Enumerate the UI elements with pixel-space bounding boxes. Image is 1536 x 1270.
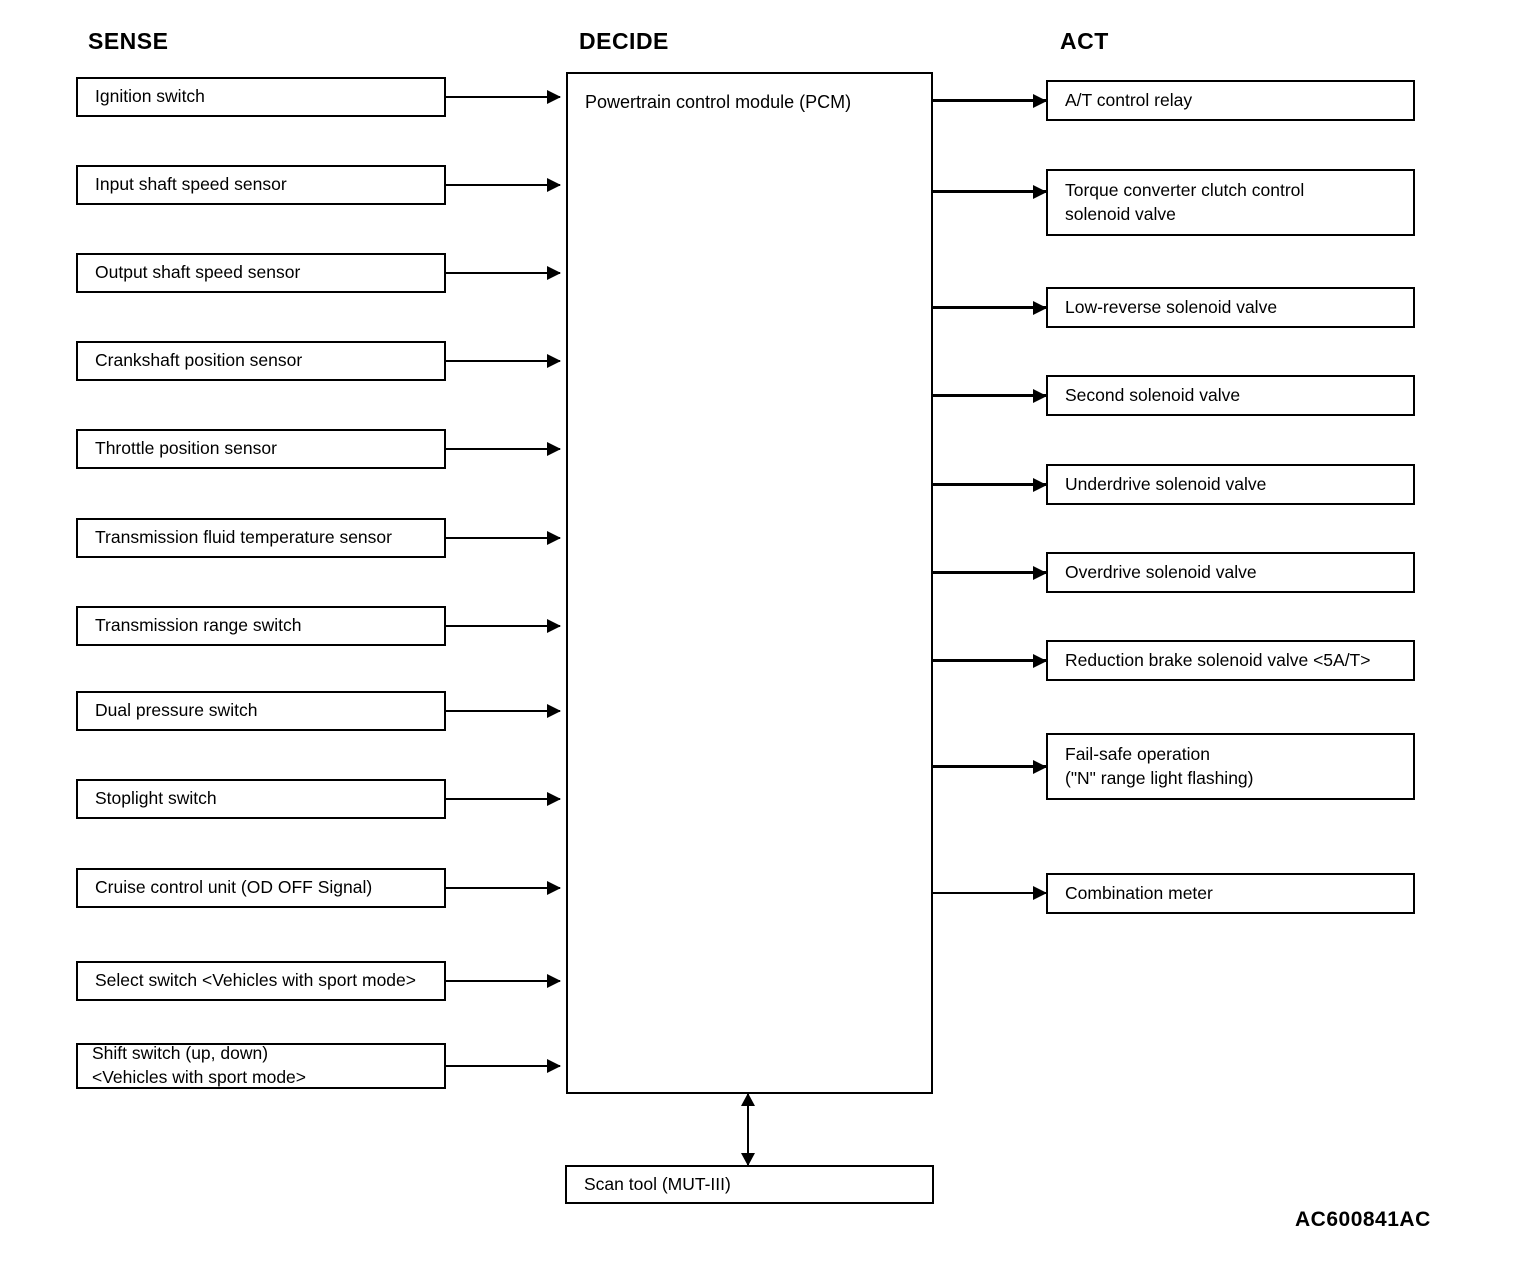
sense-label: Output shaft speed sensor <box>95 262 301 283</box>
act-label: Second solenoid valve <box>1065 384 1241 405</box>
sense-label: Transmission fluid temperature sensor <box>95 527 392 548</box>
column-header-act: ACT <box>1060 28 1109 54</box>
arrow-transmission-fluid-temperature-sensor-to-pcm <box>446 537 560 539</box>
sense-label: Shift switch (up, down) <Vehicles with s… <box>92 1043 307 1087</box>
act-box-torque-converter-clutch-control-solenoid-valve[interactable]: Torque converter clutch control solenoid… <box>1046 169 1415 236</box>
act-box-combination-meter[interactable]: Combination meter <box>1046 873 1415 914</box>
decide-box-powertrain-control-module[interactable]: Powertrain control module (PCM) <box>566 72 933 1094</box>
arrow-ignition-switch-to-pcm <box>446 96 560 98</box>
sense-label: Select switch <Vehicles with sport mode> <box>95 970 416 991</box>
act-box-overdrive-solenoid-valve[interactable]: Overdrive solenoid valve <box>1046 552 1415 593</box>
arrow-pcm-to-second-solenoid-valve <box>933 394 1046 397</box>
sense-box-output-shaft-speed-sensor[interactable]: Output shaft speed sensor <box>76 253 446 293</box>
arrow-pcm-to-reduction-brake-solenoid-valve <box>933 659 1046 662</box>
figure-id: AC600841AC <box>1295 1208 1431 1231</box>
arrow-pcm-to-torque-converter-clutch-control-solenoid-valve <box>933 190 1046 193</box>
sense-box-stoplight-switch[interactable]: Stoplight switch <box>76 779 446 819</box>
arrow-cruise-control-unit-to-pcm <box>446 887 560 889</box>
sense-box-cruise-control-unit[interactable]: Cruise control unit (OD OFF Signal) <box>76 868 446 908</box>
act-label: Combination meter <box>1065 882 1213 903</box>
sense-box-ignition-switch[interactable]: Ignition switch <box>76 77 446 117</box>
sense-box-select-switch[interactable]: Select switch <Vehicles with sport mode> <box>76 961 446 1001</box>
act-box-second-solenoid-valve[interactable]: Second solenoid valve <box>1046 375 1415 416</box>
act-box-reduction-brake-solenoid-valve[interactable]: Reduction brake solenoid valve <5A/T> <box>1046 640 1415 681</box>
arrow-pcm-to-combination-meter <box>933 892 1046 894</box>
arrow-input-shaft-speed-sensor-to-pcm <box>446 184 560 186</box>
sense-label: Throttle position sensor <box>95 438 277 459</box>
sense-label: Input shaft speed sensor <box>95 174 287 195</box>
act-box-low-reverse-solenoid-valve[interactable]: Low-reverse solenoid valve <box>1046 287 1415 328</box>
sense-box-transmission-range-switch[interactable]: Transmission range switch <box>76 606 446 646</box>
arrow-throttle-position-sensor-to-pcm <box>446 448 560 450</box>
sense-label: Ignition switch <box>95 86 205 107</box>
arrow-transmission-range-switch-to-pcm <box>446 625 560 627</box>
arrow-shift-switch-to-pcm <box>446 1065 560 1067</box>
act-label: Reduction brake solenoid valve <5A/T> <box>1065 649 1371 670</box>
sense-box-dual-pressure-switch[interactable]: Dual pressure switch <box>76 691 446 731</box>
pcm-label: Powertrain control module (PCM) <box>585 92 852 112</box>
scan-tool-box[interactable]: Scan tool (MUT-III) <box>565 1165 934 1204</box>
act-box-fail-safe-operation[interactable]: Fail-safe operation ("N" range light fla… <box>1046 733 1415 800</box>
sense-box-crankshaft-position-sensor[interactable]: Crankshaft position sensor <box>76 341 446 381</box>
act-label: A/T control relay <box>1065 89 1193 110</box>
sense-box-throttle-position-sensor[interactable]: Throttle position sensor <box>76 429 446 469</box>
sense-label: Stoplight switch <box>95 788 217 809</box>
arrow-select-switch-to-pcm <box>446 980 560 982</box>
sense-label: Transmission range switch <box>95 615 302 636</box>
act-box-underdrive-solenoid-valve[interactable]: Underdrive solenoid valve <box>1046 464 1415 505</box>
scan-tool-label: Scan tool (MUT-III) <box>584 1173 731 1194</box>
act-box-at-control-relay[interactable]: A/T control relay <box>1046 80 1415 121</box>
column-header-sense: SENSE <box>88 28 169 54</box>
arrow-pcm-to-overdrive-solenoid-valve <box>933 571 1046 574</box>
sense-box-input-shaft-speed-sensor[interactable]: Input shaft speed sensor <box>76 165 446 205</box>
arrow-pcm-to-scan-tool-bidirectional <box>747 1094 749 1165</box>
sense-box-transmission-fluid-temperature-sensor[interactable]: Transmission fluid temperature sensor <box>76 518 446 558</box>
act-label: Overdrive solenoid valve <box>1065 561 1257 582</box>
sense-box-shift-switch[interactable]: Shift switch (up, down) <Vehicles with s… <box>76 1043 446 1089</box>
arrow-pcm-to-low-reverse-solenoid-valve <box>933 306 1046 309</box>
sense-label: Cruise control unit (OD OFF Signal) <box>95 877 373 898</box>
arrow-pcm-to-underdrive-solenoid-valve <box>933 483 1046 486</box>
arrow-output-shaft-speed-sensor-to-pcm <box>446 272 560 274</box>
act-label: Low-reverse solenoid valve <box>1065 296 1278 317</box>
act-label: Torque converter clutch control solenoid… <box>1065 179 1305 224</box>
arrow-pcm-to-at-control-relay <box>933 99 1046 102</box>
act-label: Fail-safe operation ("N" range light fla… <box>1065 743 1254 788</box>
sense-label: Crankshaft position sensor <box>95 350 303 371</box>
arrow-dual-pressure-switch-to-pcm <box>446 710 560 712</box>
arrow-stoplight-switch-to-pcm <box>446 798 560 800</box>
arrow-pcm-to-fail-safe-operation <box>933 765 1046 768</box>
act-label: Underdrive solenoid valve <box>1065 473 1267 494</box>
sense-label: Dual pressure switch <box>95 700 258 721</box>
arrow-crankshaft-position-sensor-to-pcm <box>446 360 560 362</box>
column-header-decide: DECIDE <box>579 28 669 54</box>
